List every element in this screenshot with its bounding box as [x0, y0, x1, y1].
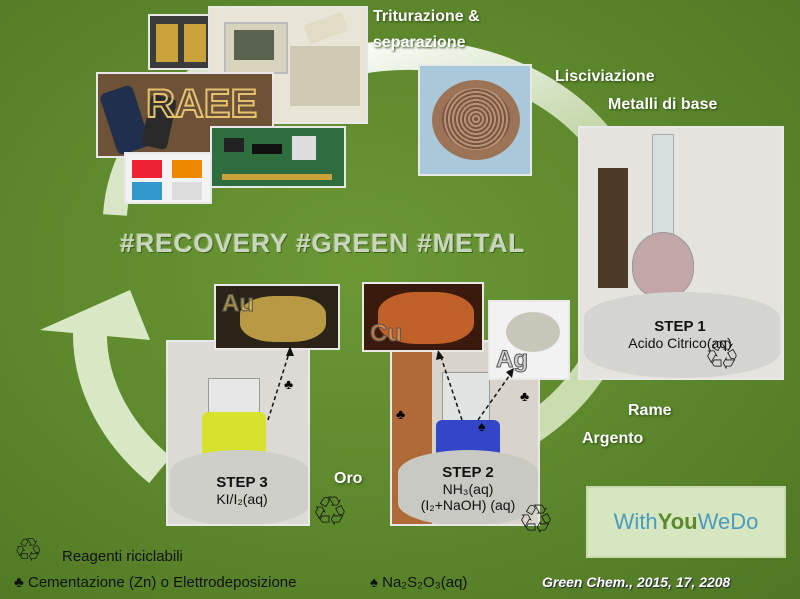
trituration-label: Triturazione &: [373, 8, 480, 25]
spade-icon: ♠: [478, 418, 486, 434]
silver-nugget-photo: Ag: [488, 300, 570, 380]
step2-label: STEP 2 NH₃(aq) (I₂+NaOH) (aq): [388, 464, 548, 513]
ground-powder-photo: [418, 64, 532, 176]
gold-symbol: Au: [222, 290, 255, 318]
club-icon: ♣: [520, 388, 530, 404]
recycle-icon: ♲: [518, 498, 554, 542]
brand-with: With: [613, 509, 658, 534]
brand-you: You: [657, 509, 698, 534]
copper-label: Rame: [628, 402, 672, 419]
brand-we: We: [697, 509, 731, 534]
legend-thiosulfate: ♠ Na₂S₂O₃(aq): [370, 574, 468, 591]
club-icon: ♣: [284, 376, 294, 392]
silver-label: Argento: [582, 430, 644, 447]
legend-recyclable: Reagenti riciclabili: [62, 548, 183, 565]
copper-symbol: Cu: [370, 320, 403, 348]
step3-title: STEP 3: [216, 474, 268, 491]
gold-label: Oro: [334, 470, 363, 487]
step2-title: STEP 2: [442, 464, 494, 481]
brand-do: Do: [730, 509, 759, 534]
step2-reagent-2: (I₂+NaOH) (aq): [420, 497, 516, 513]
step3-reagent: KI/I₂(aq): [216, 491, 268, 507]
copper-nugget-photo: Cu: [362, 282, 484, 352]
raee-label: RAEE: [145, 81, 258, 127]
step3-photo: [166, 340, 310, 526]
step2-photo: [390, 340, 540, 526]
step2-reagent-1: NH₃(aq): [442, 481, 494, 497]
legend-cementation: ♣ Cementazione (Zn) o Elettrodeposizione: [14, 574, 297, 591]
reference-citation: Green Chem., 2015, 17, 2208: [542, 574, 731, 590]
silver-symbol: Ag: [496, 346, 529, 374]
headline-title: #RECOVERY #GREEN #METAL: [120, 228, 526, 258]
battery-photo: [148, 14, 212, 70]
base-metals-label: Metalli di base: [608, 96, 718, 113]
separation-label: separazione: [373, 34, 466, 51]
recycle-icon: ♲: [14, 532, 43, 568]
step1-photo: [578, 126, 784, 380]
recycle-icon: ♲: [312, 490, 348, 534]
step3-label: STEP 3 KI/I₂(aq): [182, 474, 302, 507]
step1-title: STEP 1: [654, 318, 706, 335]
club-icon: ♣: [396, 406, 406, 422]
sim-cards-photo: [124, 152, 212, 204]
gold-nugget-photo: Au: [214, 284, 340, 350]
step1-label: STEP 1 Acido Citrico(aq): [590, 318, 770, 351]
recycle-icon: ♲: [704, 334, 740, 378]
step1-reagent: Acido Citrico(aq): [628, 335, 732, 351]
leaching-label: Lisciviazione: [555, 68, 655, 85]
circuit-board-photo: [210, 126, 346, 188]
